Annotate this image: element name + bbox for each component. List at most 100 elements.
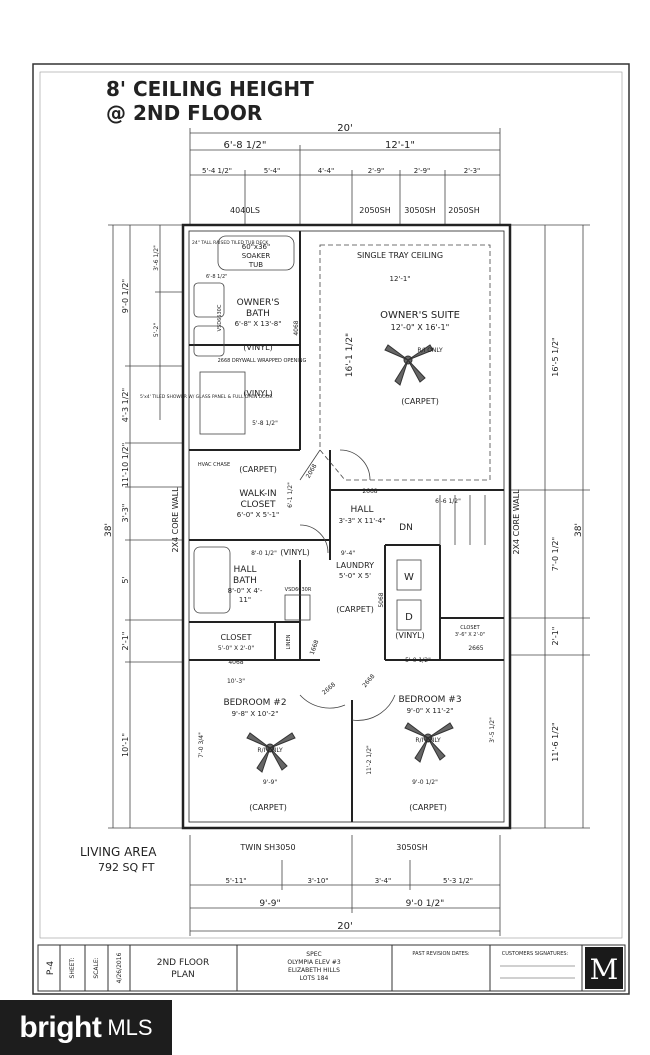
laundry-name: LAUNDRY <box>336 561 374 570</box>
top-sub-dim: 5'-4" <box>264 167 281 175</box>
ri-only-label: R/I ONLY <box>417 347 443 354</box>
misc-dim: 8'-0 1/2" <box>251 550 277 557</box>
sheet-label: SHEET: <box>69 958 76 979</box>
bedroom2-dim: 9'-9" <box>263 779 277 786</box>
lots-label: LOTS 184 <box>300 975 329 982</box>
closet-name: CLOSET <box>220 633 251 642</box>
bedroom2-floor: (CARPET) <box>249 803 287 812</box>
bottom-total-dim: 20' <box>337 921 352 932</box>
bedroom2-size: 9'-8" X 10'-2" <box>232 710 279 718</box>
bottom-left-dim: 9'-9" <box>259 899 280 909</box>
owners-suite-height: 16'-1 1/2" <box>345 333 355 377</box>
customer-signature-label: CUSTOMERS SIGNATURES: <box>502 951 569 957</box>
hall-size: 3'-3" X 11'-4" <box>339 517 386 525</box>
bottom-dimensions <box>189 835 501 936</box>
vanity-label: VSD6630R <box>285 587 312 593</box>
left-seg-dim: 10'-1" <box>121 733 130 757</box>
core-wall-label: 2X4 CORE WALL <box>512 489 521 555</box>
sheet-number: P-4 <box>46 961 56 975</box>
mls-watermark: bright MLS <box>0 1000 172 1055</box>
window-label: 4040LS <box>230 206 260 215</box>
top-sub-dim: 2'-9" <box>414 167 431 175</box>
window-label: TWIN SH3050 <box>239 843 295 852</box>
top-sub-dim: 2'-9" <box>368 167 385 175</box>
top-left-dim: 6'-8 1/2" <box>224 140 267 151</box>
plan-date: 4/26/2016 <box>116 952 123 983</box>
window-label: 2050SH <box>448 206 479 215</box>
bedroom3-size: 9'-0" X 11'-2" <box>407 707 454 715</box>
owners-suite-name: OWNER'S SUITE <box>380 310 460 321</box>
walkin-size: 6'-0" X 5'-1" <box>237 511 279 519</box>
misc-dim: 9'-4" <box>341 550 355 557</box>
company-logo <box>585 947 623 989</box>
ri-only-label: R/I ONLY <box>415 737 441 744</box>
ri-only-label: R/I ONLY <box>257 747 283 754</box>
bath-vinyl-label: (VINYL) <box>243 389 272 398</box>
hall-bath-floor: (VINYL) <box>280 548 309 557</box>
left-seg-dim: 3'-3" <box>121 504 130 523</box>
closet-size: 5'-0" X 2'-0" <box>218 645 255 652</box>
owners-bath-name: BATH <box>246 309 270 319</box>
hall-bath-size: 11" <box>239 596 251 604</box>
left-seg-dim: 11'-10 1/2" <box>121 443 130 488</box>
door-label: 4068 <box>228 659 243 666</box>
window-label: 3050SH <box>396 843 427 852</box>
misc-dim: 10'-3" <box>227 678 245 685</box>
fixtures <box>193 235 491 721</box>
bottom-sub-dim: 5'-11" <box>225 877 246 885</box>
misc-dim: 6'-6 1/2" <box>435 498 461 505</box>
title-block <box>37 944 626 992</box>
ceiling-fan-icon <box>384 344 434 386</box>
door-label: 4068 <box>293 320 300 335</box>
left-inner-dim: 5'-2" <box>153 323 160 337</box>
bedroom3-dim: 9'-0 1/2" <box>412 779 438 786</box>
core-wall-label: 2X4 CORE WALL <box>171 487 180 553</box>
bottom-sub-dim: 5'-3 1/2" <box>443 877 473 885</box>
right-seg-dim: 7'-0 1/2" <box>551 537 560 571</box>
owners-suite-size: 12'-0" X 16'-1" <box>391 323 450 332</box>
top-right-dim: 12'-1" <box>385 140 415 151</box>
misc-dim: 6'-1 1/2" <box>287 482 294 508</box>
hall-name: HALL <box>351 505 374 515</box>
scale-label: SCALE: <box>93 957 100 978</box>
hvac-label: HVAC CHASE <box>198 462 230 468</box>
soaker-label: SOAKER <box>242 252 271 260</box>
misc-dim: 5'-0 1/2" <box>405 657 431 664</box>
owners-bath-size: 6'-8" X 13'-8" <box>235 320 282 328</box>
tub-deck-note: 24" TALL RAISED TILED TUB DECK <box>192 240 269 246</box>
ceiling-fan-icon <box>404 722 454 763</box>
laundry-vinyl: (VINYL) <box>395 631 424 640</box>
company-logo-letter: M <box>590 953 619 986</box>
revision-label: PAST REVISION DATES: <box>412 951 470 957</box>
left-dimensions <box>108 224 183 829</box>
soaker-size: 60"x36" <box>242 243 270 251</box>
vanity-label: VSD6630C <box>217 304 223 331</box>
left-seg-dim: 4'-3 1/2" <box>121 388 130 422</box>
living-area-label: LIVING AREA <box>80 845 157 859</box>
plan-title: PLAN <box>171 970 195 980</box>
owners-suite-floor: (CARPET) <box>401 397 439 406</box>
hall-bath-name: HALL <box>234 565 257 575</box>
interior-walls <box>189 231 504 822</box>
sheet-border <box>32 63 630 995</box>
ceiling-title-line2: @ 2ND FLOOR <box>106 101 262 125</box>
misc-dim: 6'-8 1/2" <box>206 274 227 280</box>
bedroom2-name: BEDROOM #2 <box>223 698 286 708</box>
bottom-sub-dim: 3'-10" <box>307 877 328 885</box>
washer-label: W <box>404 572 414 583</box>
small-closet-name: CLOSET <box>460 625 480 631</box>
owners-bath-name: OWNER'S <box>237 298 280 308</box>
tray-ceiling-label: SINGLE TRAY CEILING <box>357 251 443 260</box>
left-total-dim: 38' <box>104 523 114 537</box>
plan-title: 2ND FLOOR <box>157 958 210 968</box>
bedroom3-floor: (CARPET) <box>409 803 447 812</box>
right-dimensions <box>510 224 590 829</box>
stairs-dn-label: DN <box>399 523 413 533</box>
misc-dim: 3'-5 1/2" <box>489 717 496 743</box>
misc-dim: 7'-0 3/4" <box>198 732 205 758</box>
top-dimensions <box>189 128 501 225</box>
right-seg-dim: 16'-5 1/2" <box>551 337 560 376</box>
spec-label: SPEC <box>306 951 321 958</box>
bottom-right-dim: 9'-0 1/2" <box>406 899 445 909</box>
